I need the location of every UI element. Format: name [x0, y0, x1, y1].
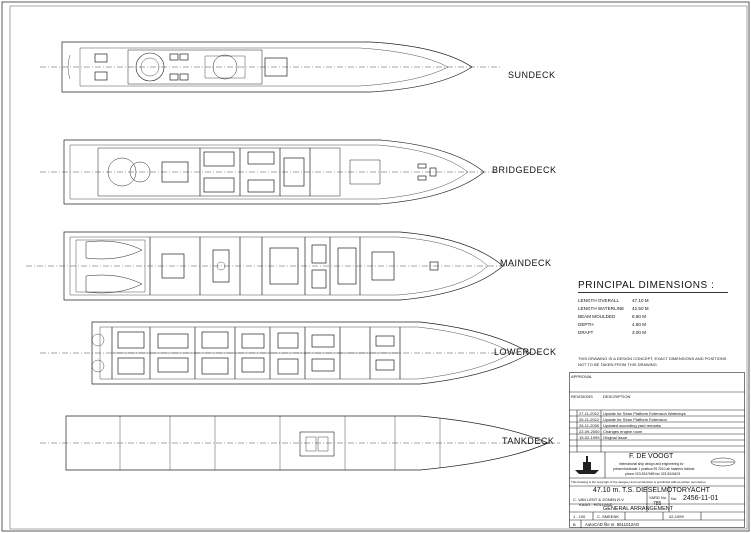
dimension-key: BEAM MOULDED [578, 314, 616, 319]
deck-label-bridgedeck: BRIDGEDECK [492, 165, 557, 175]
title-block-grid [569, 372, 745, 528]
firm-line-2: prinsenhoutkade 1 postbus 99 2010 ab haa… [613, 467, 695, 471]
revision-date: 22-09-2000 [579, 429, 600, 434]
revision-text: Updated according yard remarks [603, 423, 662, 428]
dimension-key: DRAFT [578, 330, 594, 335]
drawing-number: 2456-11-01 [683, 495, 719, 502]
drawing-date: 02-1999 [669, 514, 684, 519]
drawing-title: GENERAL ARRANGEMENT [603, 506, 674, 512]
note-line-1: THIS DRAWING IS A DESIGN CONCEPT, EXACT … [578, 356, 727, 361]
revision-text: Update for Sean Platform Extension Water… [603, 411, 686, 416]
dimension-row: BEAM MOULDED 8.80 M [578, 313, 728, 321]
revisions-label: REVISIONS [571, 394, 593, 399]
dimension-row: LENGTH OVERALL 47.10 M [578, 297, 728, 305]
firm-line-1: international ship design and engineerin… [619, 462, 684, 466]
firm-logo [575, 456, 599, 474]
revision-date: 26-11-2012 [579, 417, 600, 422]
design-concept-note: THIS DRAWING IS A DESIGN CONCEPT, EXACT … [578, 356, 746, 367]
revision-mark: B [573, 522, 576, 527]
dimension-value: 42.50 M [632, 306, 649, 311]
dimension-row: DRAFT 3.00 M [578, 329, 728, 337]
deck-label-tankdeck: TANKDECK [502, 436, 555, 446]
title-block: APPROVAL REVISIONS DESCRIPTION 27-11-201… [569, 372, 745, 528]
deck-label-maindeck: MAINDECK [500, 258, 552, 268]
revision-date: 26-11-2000 [579, 423, 600, 428]
deck-label-lowerdeck: LOWERDECK [494, 347, 557, 357]
bridgedeck-plan [40, 139, 500, 205]
drawn-by: C. SMEENK [597, 514, 620, 519]
tankdeck-plan [40, 415, 560, 471]
lowerdeck-plan [40, 321, 540, 385]
revision-text: Update for Sean Platform Extension [603, 417, 667, 422]
dimension-value: 4.60 M [632, 322, 647, 327]
dimension-row: DEPTH 4.60 M [578, 321, 728, 329]
revision-text: Changes engine room [603, 429, 643, 434]
deck-label-sundeck: SUNDECK [508, 70, 556, 80]
note-line-2: NOT TO BE TAKEN FROM THIS DRAWING. [578, 361, 658, 367]
project-title: 47.10 m. T.S. DIESELMOTORYACHT [593, 487, 710, 494]
yard-number: 785 [653, 501, 662, 507]
dimension-key: LENGTH WATERLINE [578, 306, 625, 311]
cad-file: AutoCAD file nr. 8511012AG [585, 522, 640, 527]
dimension-value: 47.10 M [632, 298, 649, 303]
yard-line-2: KAAG - HOLLAND [579, 502, 613, 507]
dimension-value: 3.00 M [632, 330, 647, 335]
dimension-key: DEPTH [578, 322, 594, 327]
inner-border [9, 5, 748, 530]
sundeck-plan [40, 41, 500, 93]
yard-line-1: C. VAN LENT & ZONEN B.V. [573, 497, 625, 502]
description-label: DESCRIPTION [603, 394, 631, 399]
principal-dimensions-title: PRINCIPAL DIMENSIONS : [578, 280, 728, 293]
drawing-number-label: No. [671, 496, 678, 501]
dimension-value: 8.80 M [632, 314, 647, 319]
approval-label: APPROVAL [571, 374, 593, 379]
shipyard-emblem [710, 457, 736, 467]
revision-text: Original issue [603, 435, 628, 440]
principal-dimensions: PRINCIPAL DIMENSIONS : LENGTH OVERALL 47.… [578, 280, 728, 337]
firm-line-3: phone 023-5347689 fax 023-5340403 [625, 472, 681, 476]
firm-name: F. DE VOOGT [629, 453, 674, 460]
revision-date: 15-02-1999 [579, 435, 600, 440]
dimension-row: LENGTH WATERLINE 42.50 M [578, 305, 728, 313]
dimension-key: LENGTH OVERALL [578, 298, 620, 303]
scale: 1 : 100 [573, 514, 586, 519]
revision-date: 27-11-2012 [579, 411, 600, 416]
legal-text: This drawing is the copyright of the des… [571, 480, 707, 484]
maindeck-plan [26, 231, 520, 301]
yard-no-label: YARD No [649, 495, 667, 500]
